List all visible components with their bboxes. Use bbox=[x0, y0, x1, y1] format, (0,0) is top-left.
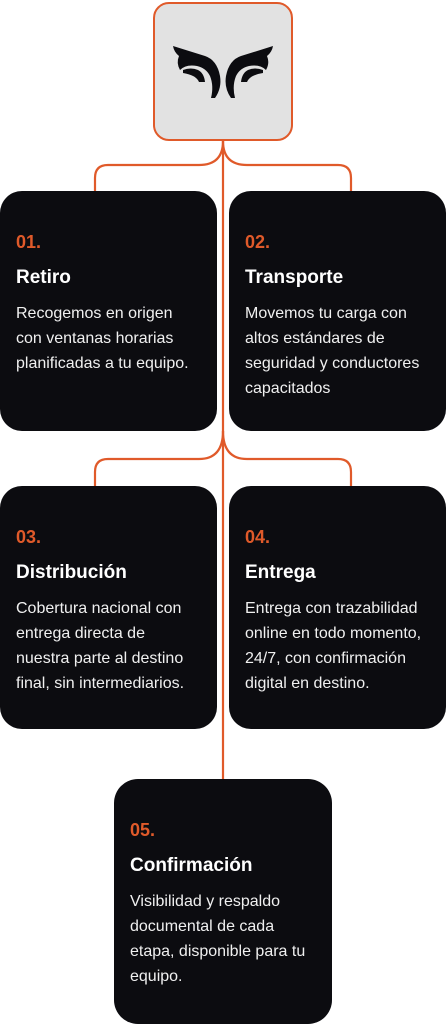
step-description: Entrega con trazabilidad online en todo … bbox=[245, 600, 422, 692]
step-number: 04. bbox=[245, 527, 271, 547]
branch-line-4 bbox=[221, 429, 353, 488]
step-number: 03. bbox=[16, 527, 42, 547]
step-title: Retiro bbox=[16, 267, 71, 288]
step-number: 01. bbox=[16, 232, 42, 252]
step-description: Recogemos en origen con ventanas horaria… bbox=[16, 305, 189, 372]
step-card-retiro: 01. Retiro Recogemos en origen con venta… bbox=[0, 191, 217, 431]
step-card-transporte: 02. Transporte Movemos tu carga con alto… bbox=[229, 191, 446, 431]
branch-line-3 bbox=[93, 429, 225, 488]
logo-box bbox=[153, 2, 293, 141]
step-card-confirmacion: 05. Confirmación Visibilidad y respaldo … bbox=[114, 779, 332, 1024]
branch-line-2 bbox=[221, 139, 353, 193]
step-title: Entrega bbox=[245, 562, 316, 583]
step-description: Visibilidad y respaldo documental de cad… bbox=[130, 893, 306, 985]
step-title: Confirmación bbox=[130, 855, 253, 876]
step-number: 02. bbox=[245, 232, 271, 252]
branch-line-1 bbox=[93, 139, 225, 193]
step-card-distribucion: 03. Distribución Cobertura nacional con … bbox=[0, 486, 217, 729]
step-number: 05. bbox=[130, 820, 156, 840]
step-title: Distribución bbox=[16, 562, 127, 583]
eyes-logo-icon bbox=[173, 46, 273, 98]
step-description: Movemos tu carga con altos estándares de… bbox=[245, 305, 420, 397]
step-card-entrega: 04. Entrega Entrega con trazabilidad onl… bbox=[229, 486, 446, 729]
step-title: Transporte bbox=[245, 267, 344, 288]
step-description: Cobertura nacional con entrega directa d… bbox=[16, 600, 185, 692]
